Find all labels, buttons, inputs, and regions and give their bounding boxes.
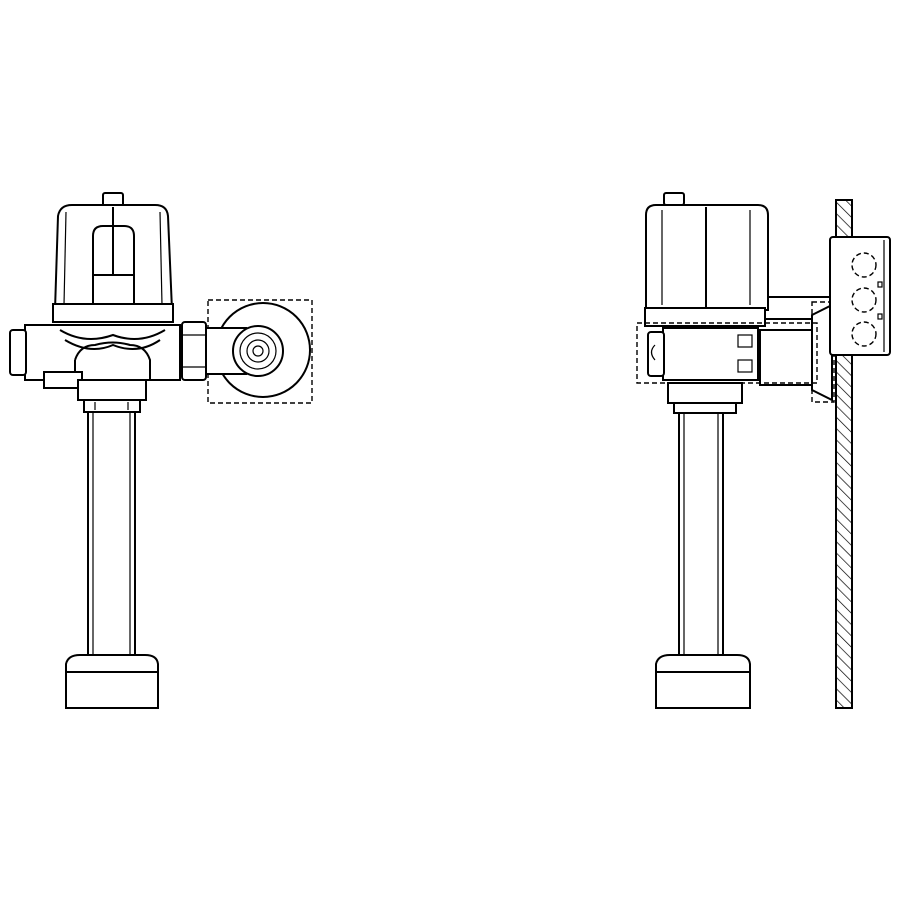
- sensor-cover: [52, 192, 174, 323]
- sensor-cover-side: [644, 192, 769, 327]
- coupling-nut: [181, 321, 207, 381]
- supply-connection: [205, 299, 313, 404]
- front-view: [9, 192, 313, 709]
- valve-body-side: [636, 322, 818, 384]
- junction-box: [829, 236, 891, 356]
- supply-pipe: [759, 296, 837, 403]
- flush-tube: [65, 379, 159, 709]
- stop-cap: [9, 329, 27, 376]
- valve-body: [9, 321, 207, 389]
- flush-tube-side: [655, 382, 751, 709]
- side-view: [636, 192, 891, 709]
